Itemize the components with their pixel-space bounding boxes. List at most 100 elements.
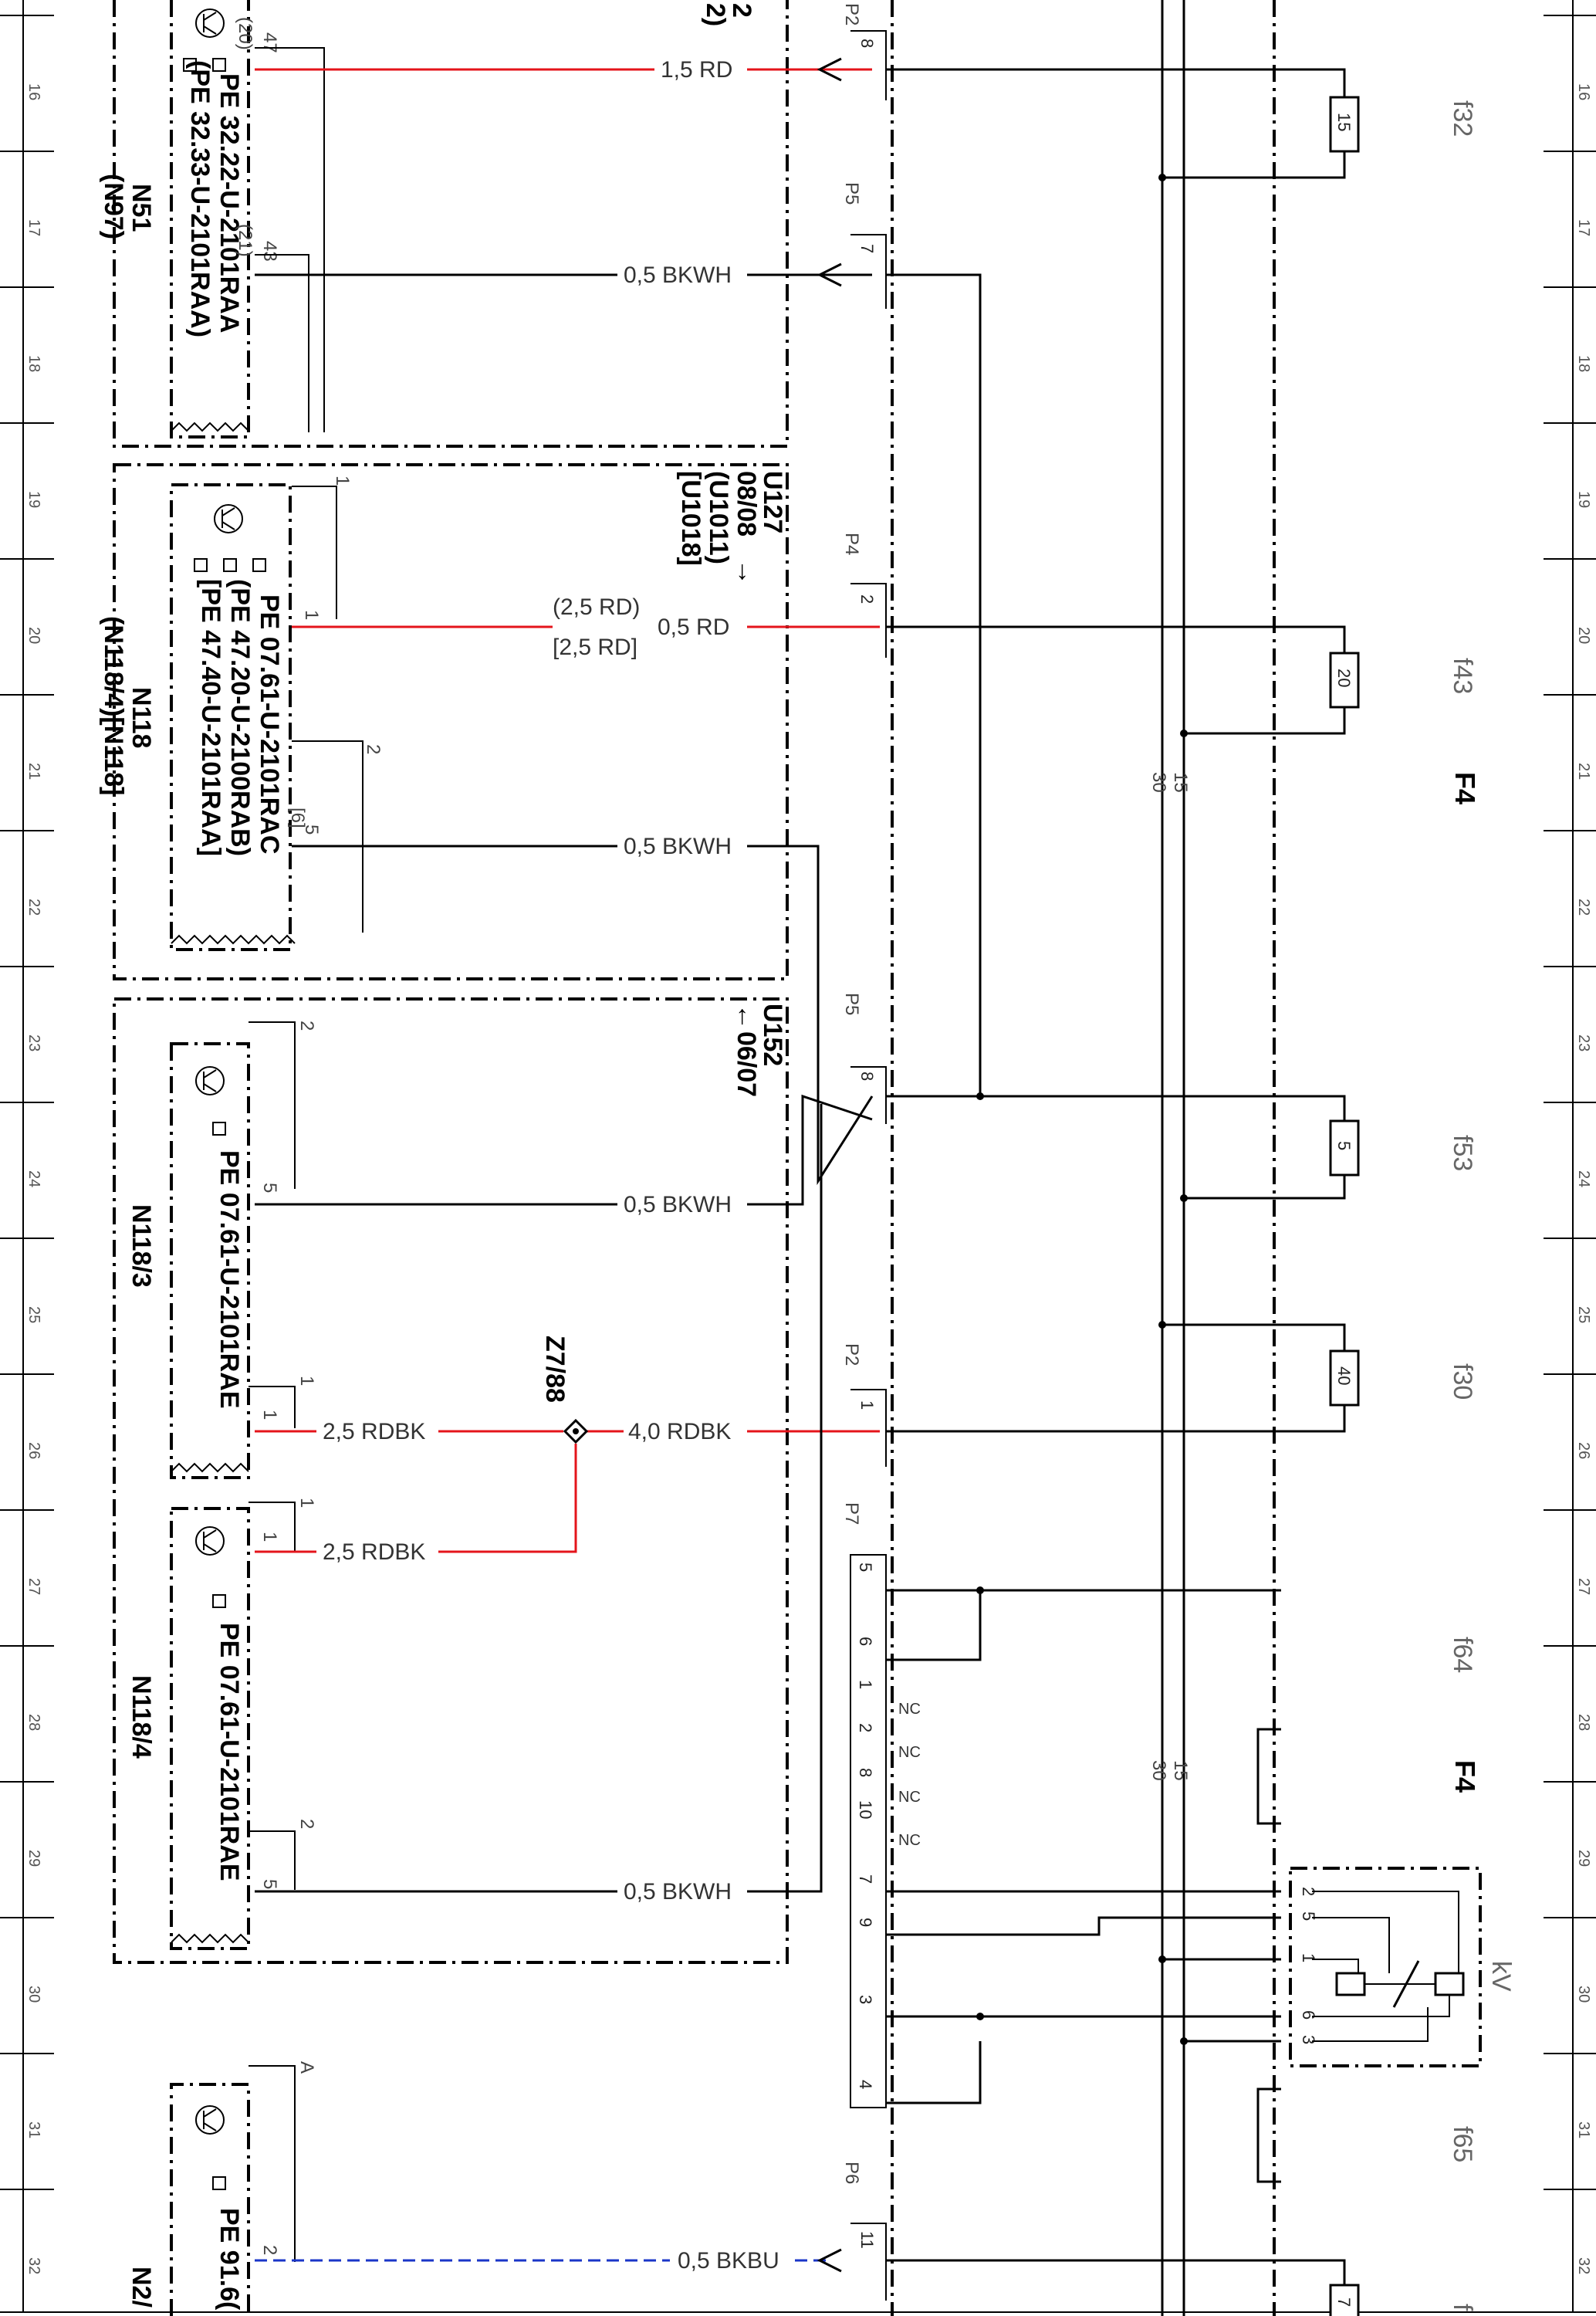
unit-box-n2 [170, 2083, 250, 2316]
bus-label: 15 [1170, 1760, 1191, 1781]
fuse-rating: 5 [1334, 1141, 1354, 1150]
module-pe-n118-1: PE 07.61-U-2101RAC [255, 594, 284, 854]
connector-pin: 7 [856, 1874, 875, 1884]
wire-labels: 1,5 RD 0,5 BKWH (2,5 RD) [2,5 RD] 0,5 RD… [323, 57, 779, 2274]
pin-label: 5 [301, 824, 322, 835]
wire-label: 0,5 BKWH [624, 262, 732, 288]
manual-reference-icon [183, 58, 197, 72]
fuse-label: f32 [1448, 100, 1477, 137]
module-label-n97: (N97) [99, 174, 128, 239]
module-label-n2: N2/ [127, 2267, 156, 2308]
relay-coil-icon [1434, 1972, 1465, 1996]
pin-label-alt: (21) [235, 224, 255, 257]
cross-references: 2 2) U127 08/08 → (U1011) [U1018] U152 ←… [676, 3, 787, 1097]
row-number: 16 [1575, 83, 1592, 100]
fuse-rating: 40 [1334, 1366, 1354, 1385]
group-box-n51 [113, 0, 789, 448]
bus-label: 30 [1148, 1760, 1169, 1781]
pin-label: 43 [259, 241, 280, 262]
row-number: 26 [1575, 1442, 1592, 1459]
pin-label: 5 [259, 1183, 280, 1193]
fuse-f32 [1329, 96, 1360, 153]
module-pe-n51-2: (PE 32.33-U-2101RAA) [185, 60, 215, 337]
module-label-n118: N118 [127, 687, 156, 748]
relay-pin: 2 [1299, 1887, 1318, 1896]
ref-label: 2) [701, 3, 730, 26]
connector-pin: 6 [856, 1637, 875, 1646]
pin-label: 47 [259, 32, 280, 53]
connector-pin: 1 [856, 1680, 875, 1689]
fuses: 15 f32 20 f43 F4 5 f53 40 f30 f64 F4 f65… [1256, 68, 1481, 2316]
row-number: 17 [25, 219, 42, 236]
row-number: 20 [25, 627, 42, 644]
row-number: 30 [25, 1986, 42, 2003]
pin-label: 1 [301, 610, 322, 620]
fuse-group-label: F4 [1449, 1760, 1481, 1793]
pin-label: 1 [296, 1498, 317, 1508]
transistor-icon [214, 504, 243, 533]
splice-z7-88: Z7/88 [540, 1336, 589, 1444]
fuse-label: f53 [1448, 1135, 1477, 1171]
row-number: 17 [1575, 219, 1592, 236]
row-number: 27 [1575, 1578, 1592, 1595]
row-number: 27 [25, 1578, 42, 1595]
module-label-n118-4: N118/4 [127, 1675, 156, 1759]
connector-pin: 3 [856, 1995, 875, 2004]
unit-box-n118 [170, 483, 292, 951]
fuse-label: f43 [1448, 658, 1477, 694]
row-number: 22 [25, 899, 42, 916]
ref-label: 2 [727, 3, 756, 18]
manual-reference-icon [212, 58, 226, 72]
connector-pin: 2 [856, 1723, 875, 1732]
connector-pin: 8 [857, 1072, 877, 1081]
row-number: 28 [25, 1714, 42, 1731]
row-number: 23 [25, 1034, 42, 1051]
connector-label: P5 [841, 993, 862, 1015]
manual-reference-icon [194, 558, 208, 572]
connector-pin: 11 [857, 2231, 877, 2249]
wire-label: (2,5 RD) [553, 594, 640, 620]
pin-label: 2 [296, 1819, 317, 1829]
row-number: 23 [1575, 1034, 1592, 1051]
relay-pin: 6 [1299, 2010, 1318, 2020]
fuse-rating: 7 [1334, 2297, 1354, 2307]
fuse-group-label: F4 [1449, 772, 1481, 804]
module-label-n51: N51 [127, 184, 156, 232]
pin-label: 1 [259, 1410, 280, 1420]
connector-pin: 8 [856, 1768, 875, 1777]
connector-label: P2 [841, 3, 862, 25]
row-number: 26 [25, 1442, 42, 1459]
control-unit-boxes [170, 0, 292, 2316]
connector-pin: 8 [857, 39, 877, 48]
connector-pin: 2 [857, 594, 877, 604]
fuse-f43 [1329, 652, 1360, 709]
connector-label: P5 [841, 182, 862, 205]
row-number: 31 [25, 2121, 42, 2138]
bus-lines: 30 15 30 15 [1148, 0, 1191, 2316]
fuse-rating: 20 [1334, 669, 1354, 687]
row-number: 19 [1575, 491, 1592, 508]
relay-pin: 5 [1299, 1911, 1318, 1921]
wire-label: [2,5 RD] [553, 635, 637, 660]
bus-label: 30 [1148, 772, 1169, 793]
connector-pin: 9 [856, 1918, 875, 1927]
pin-label: 2 [296, 1021, 317, 1031]
wire-label: 0,5 BKWH [624, 1879, 732, 1905]
nc-label: NC [898, 1832, 921, 1849]
module-pe-n118-3: [PE 47.40-U-2101RAA] [196, 579, 225, 856]
row-number: 31 [1575, 2121, 1592, 2138]
arrow-down-icon: ← [732, 1004, 761, 1030]
module-group-boxes [113, 0, 789, 1964]
row-number: 25 [1575, 1306, 1592, 1323]
row-number: 32 [25, 2257, 42, 2274]
nc-label: NC [898, 1701, 921, 1718]
splice-label: Z7/88 [540, 1336, 570, 1403]
transistor-icon [195, 2105, 225, 2135]
manual-reference-icon [212, 2176, 226, 2190]
manual-reference-icon [212, 1594, 226, 1608]
manual-reference-icon [223, 558, 237, 572]
manual-reference-icon [252, 558, 266, 572]
connector-pin: 1 [857, 1400, 877, 1410]
module-pe-n51-1: PE 32.22-U-2101RAA [215, 73, 244, 333]
